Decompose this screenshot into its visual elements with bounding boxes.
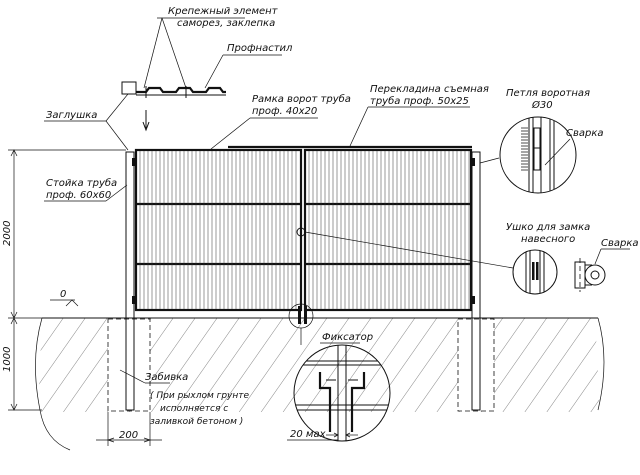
- label-fixator: Фиксатор: [322, 332, 373, 343]
- label-frame-1: Рамка ворот труба: [252, 93, 351, 105]
- dim-gap-max: 20 мах: [290, 429, 326, 440]
- label-post-1: Стойка труба: [46, 177, 117, 189]
- lock-eye-side: [574, 258, 606, 292]
- dim-zero: 0: [60, 289, 66, 300]
- label-backfill-4: заливкой бетоном ): [150, 417, 243, 427]
- label-backfill-2: ( При рыхлом грунте: [150, 391, 250, 401]
- post-left: [125, 151, 135, 411]
- leaders: [44, 17, 630, 384]
- fixator-detail: [287, 344, 391, 442]
- label-hinge-1: Петля воротная: [506, 88, 590, 99]
- lock-eye-detail: [512, 249, 558, 295]
- label-fastener-2: саморез, заклепка: [177, 18, 275, 29]
- label-profnastil: Профнастил: [227, 43, 293, 54]
- label-backfill-3: исполняется с: [160, 404, 228, 414]
- label-hinge-2: Ø30: [531, 99, 553, 111]
- label-backfill-1: Забивка: [145, 371, 188, 383]
- text-labels: Крепежный элемент саморез, заклепка Проф…: [2, 6, 639, 441]
- dim-height: 2000: [2, 221, 13, 246]
- label-plug: Заглушка: [46, 110, 97, 121]
- hinge-detail: [499, 116, 577, 194]
- label-fastener-1: Крепежный элемент: [168, 6, 279, 17]
- label-frame-2: проф. 40x20: [252, 106, 317, 117]
- label-weld-top: Сварка: [566, 128, 604, 139]
- profnastil-detail: [121, 81, 226, 132]
- label-weld-side: Сварка: [601, 238, 639, 249]
- label-lock-1: Ушко для замка: [506, 222, 590, 233]
- label-crossbar-2: труба проф. 50x25: [370, 95, 469, 107]
- label-lock-2: навесного: [521, 234, 575, 245]
- label-crossbar-1: Перекладина съемная: [370, 84, 489, 95]
- gate-right-leaf: [303, 148, 473, 312]
- dim-post-width: 200: [119, 430, 138, 441]
- dimension-lines: [8, 149, 162, 446]
- hinges: [132, 158, 475, 304]
- label-post-2: проф. 60x60: [46, 190, 111, 201]
- gate-left-leaf: [134, 148, 303, 312]
- dim-depth: 1000: [2, 347, 13, 372]
